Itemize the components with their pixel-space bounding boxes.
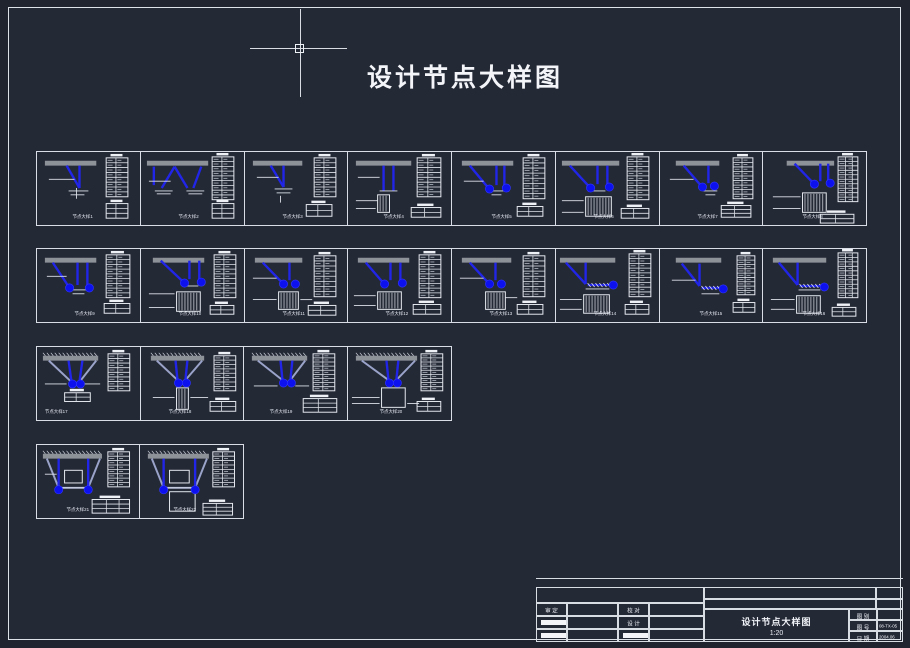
svg-text:节点大样13: 节点大样13 [490, 310, 513, 317]
svg-text:节点大样1: 节点大样1 [73, 213, 94, 220]
titleblock-strip [704, 599, 876, 609]
svg-text:节点大样8: 节点大样8 [803, 213, 824, 220]
titleblock-field-stamp [618, 629, 649, 642]
pickbox-cursor [295, 44, 304, 53]
titleblock-field-label: 图 别 [849, 609, 877, 620]
titleblock-field-value: 08-TX-05 [877, 620, 903, 631]
detail-cell[interactable]: 节点大样9 [36, 248, 141, 323]
detail-row: 节点大样21 节点大样22 [36, 444, 244, 519]
detail-cell[interactable]: 节点大样14 [554, 248, 660, 323]
titleblock-field-value [567, 629, 618, 642]
titleblock-field-value [567, 616, 618, 629]
titleblock-field-value [649, 603, 704, 616]
detail-cell[interactable]: 节点大样11 [243, 248, 349, 323]
detail-cell[interactable]: 节点大样4 [347, 151, 452, 226]
crosshair-vertical-line [300, 9, 301, 97]
svg-text:节点大样22: 节点大样22 [174, 506, 197, 513]
svg-text:节点大样15: 节点大样15 [699, 310, 722, 317]
svg-text:节点大样7: 节点大样7 [697, 213, 718, 220]
detail-row: 节点大样1 节点大样2 节点大样3 节点大样4 节点大样5 节点大样6 节点大样7 节点大样8 [36, 151, 867, 226]
titleblock-field-value [567, 603, 618, 616]
titleblock-field-stamp [536, 629, 567, 642]
detail-cell[interactable]: 节点大样10 [139, 248, 245, 323]
svg-text:节点大样10: 节点大样10 [178, 310, 201, 317]
svg-text:节点大样20: 节点大样20 [379, 408, 402, 415]
svg-text:节点大样9: 节点大样9 [75, 310, 96, 317]
detail-row: 节点大样9 节点大样10 节点大样11 节点大样12 节点大样13 节点大样14 节点大样1… [36, 248, 867, 323]
svg-text:节点大样21: 节点大样21 [67, 506, 90, 513]
detail-row: 节点大样17 节点大样18 节点大样19 节点大样20 [36, 346, 452, 421]
detail-cell[interactable]: 节点大样12 [347, 248, 452, 323]
svg-text:节点大样17: 节点大样17 [45, 408, 68, 415]
detail-cell[interactable]: 节点大样2 [139, 151, 245, 226]
detail-cell[interactable]: 节点大样17 [36, 346, 141, 421]
titleblock-field-stamp [536, 616, 567, 629]
svg-text:节点大样4: 节点大样4 [384, 213, 405, 220]
svg-text:节点大样12: 节点大样12 [386, 310, 409, 317]
titleblock-field-value [649, 616, 704, 629]
svg-text:节点大样19: 节点大样19 [270, 408, 293, 415]
titleblock-strip [876, 599, 903, 609]
detail-cell[interactable]: 节点大样22 [139, 444, 244, 519]
titleblock-field-value: 2004.06 [877, 631, 903, 642]
detail-cell[interactable]: 节点大样6 [554, 151, 660, 226]
detail-cell[interactable]: 节点大样8 [762, 151, 867, 226]
detail-cell[interactable]: 节点大样5 [451, 151, 556, 226]
titleblock-scale: 1:20 [769, 629, 784, 637]
titleblock-field-value [877, 609, 903, 620]
titleblock-strip [876, 587, 903, 599]
titleblock-title-cell: 设计节点大样图 1:20 [704, 609, 849, 642]
svg-text:节点大样18: 节点大样18 [168, 408, 191, 415]
titleblock-field-label: 校 对 [618, 603, 649, 616]
svg-text:节点大样11: 节点大样11 [282, 310, 305, 317]
titleblock-field-label: 设 计 [618, 616, 649, 629]
detail-cell[interactable]: 节点大样16 [762, 248, 867, 323]
detail-cell[interactable]: 节点大样7 [658, 151, 764, 226]
titleblock-field-value [649, 629, 704, 642]
detail-cell[interactable]: 节点大样13 [451, 248, 556, 323]
svg-text:节点大样16: 节点大样16 [803, 310, 826, 317]
svg-text:节点大样2: 节点大样2 [178, 213, 199, 220]
titleblock-field-label: 日 期 [849, 631, 877, 642]
drawing-title: 设计节点大样图 [367, 64, 564, 92]
titleblock-field-label: 审 定 [536, 603, 567, 616]
svg-text:节点大样14: 节点大样14 [593, 310, 616, 317]
detail-cell[interactable]: 节点大样3 [243, 151, 349, 226]
detail-cell[interactable]: 节点大样15 [658, 248, 764, 323]
titleblock-field-label: 图 号 [849, 620, 877, 631]
svg-text:节点大样6: 节点大样6 [593, 213, 614, 220]
titleblock-strip [704, 587, 876, 599]
titleblock-header-cell [536, 587, 704, 603]
crosshair-horizontal-line [250, 48, 347, 49]
svg-text:节点大样5: 节点大样5 [492, 213, 513, 220]
detail-cell[interactable]: 节点大样18 [139, 346, 245, 421]
detail-cell[interactable]: 节点大样1 [36, 151, 141, 226]
detail-cell[interactable]: 节点大样21 [36, 444, 141, 519]
svg-text:节点大样3: 节点大样3 [282, 213, 303, 220]
detail-cell[interactable]: 节点大样19 [243, 346, 348, 421]
titleblock-drawing-name: 设计节点大样图 [741, 616, 812, 627]
detail-cell[interactable]: 节点大样20 [346, 346, 452, 421]
